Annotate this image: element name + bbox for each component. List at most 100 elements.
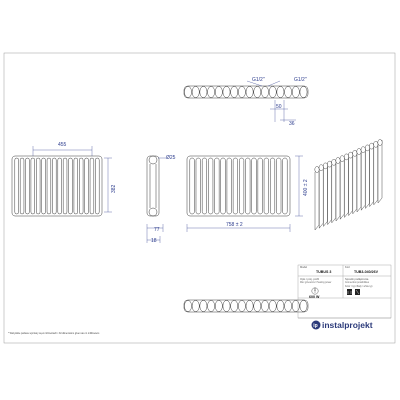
connection-left-icon bbox=[347, 289, 352, 295]
iso-tube-cap bbox=[314, 166, 320, 173]
top-tube-section bbox=[222, 86, 231, 98]
dim-height: 382 bbox=[111, 184, 117, 193]
side-section-view bbox=[146, 155, 160, 217]
iso-tube bbox=[323, 162, 328, 228]
iso-tube bbox=[348, 151, 353, 217]
top-tube-section bbox=[299, 86, 308, 98]
iso-tube bbox=[314, 166, 320, 231]
bottom-tube-section bbox=[230, 300, 239, 312]
left-view-tube bbox=[14, 157, 19, 215]
bottom-view-outline bbox=[183, 299, 309, 313]
iso-tube-cap bbox=[356, 148, 362, 155]
top-view-tubes bbox=[184, 86, 308, 98]
left-view-tube bbox=[73, 157, 78, 215]
top-tube-section bbox=[191, 86, 200, 98]
dim-front-width: 758 ± 2 bbox=[226, 222, 243, 228]
dim-thread-top-left: G1/2" bbox=[252, 77, 265, 83]
left-view-tube bbox=[52, 157, 57, 215]
left-view-tubes bbox=[14, 157, 100, 215]
iso-tube-cap bbox=[364, 144, 370, 152]
iso-tube-cap bbox=[343, 153, 349, 161]
top-tube-section bbox=[230, 86, 239, 98]
iso-tube-cap bbox=[377, 139, 383, 146]
front-view-tubes bbox=[189, 157, 288, 215]
left-view-tube bbox=[95, 157, 100, 215]
bottom-tube-section bbox=[207, 300, 215, 312]
tb-colors-label: Kolor / typ: Biały / white typ bbox=[345, 285, 373, 288]
svg-text:ip: ip bbox=[313, 323, 317, 329]
iso-tube-cap bbox=[322, 162, 328, 170]
bottom-tube-section bbox=[184, 300, 192, 312]
side-section-dims bbox=[146, 157, 166, 243]
iso-tube bbox=[365, 144, 370, 210]
left-view bbox=[11, 155, 103, 217]
dim-side-depth: 77 bbox=[154, 227, 160, 233]
tb-connect-sub: Connection possibilities bbox=[345, 281, 370, 284]
left-view-tube bbox=[36, 157, 41, 215]
bottom-tube-section bbox=[199, 300, 208, 312]
heating-power-icon bbox=[311, 287, 319, 295]
dim-thread-top-right: G1/2" bbox=[294, 77, 307, 83]
dim-front-height: 400 ± 2 bbox=[303, 179, 309, 196]
iso-tube bbox=[344, 153, 349, 219]
top-tube-section bbox=[238, 86, 246, 98]
front-view-tube bbox=[263, 157, 269, 215]
tb-model-value: TUBUS 3 bbox=[316, 270, 331, 274]
bottom-view bbox=[183, 299, 309, 313]
left-view-tube bbox=[46, 157, 52, 215]
bottom-tube-section bbox=[268, 300, 277, 312]
iso-tube-cap bbox=[318, 164, 324, 171]
bottom-tube-section bbox=[253, 300, 262, 312]
bottom-tube-section bbox=[276, 300, 285, 312]
front-view-tube bbox=[239, 157, 245, 215]
top-tube-section bbox=[253, 86, 262, 98]
front-view-tube bbox=[201, 157, 208, 215]
iso-tube bbox=[377, 139, 383, 204]
front-view-tube bbox=[257, 157, 263, 215]
dim-hub-50: 50 bbox=[276, 104, 282, 110]
iso-tube-cap bbox=[327, 160, 333, 168]
left-view-tube bbox=[79, 157, 84, 215]
top-view bbox=[183, 85, 309, 99]
front-view-tube bbox=[226, 157, 232, 215]
iso-tube bbox=[339, 155, 345, 220]
front-view-dims bbox=[186, 155, 303, 232]
iso-tube bbox=[369, 142, 374, 208]
left-view-tube bbox=[68, 157, 73, 215]
iso-tube-cap bbox=[369, 142, 375, 150]
front-view-tube bbox=[220, 157, 226, 215]
iso-tube-cap bbox=[339, 155, 345, 162]
isometric-view bbox=[314, 139, 383, 231]
left-view-tube bbox=[25, 157, 30, 215]
iso-tube-cap bbox=[331, 159, 337, 166]
bottom-tube-section bbox=[222, 300, 231, 312]
left-view-tube bbox=[62, 157, 68, 215]
top-tube-section bbox=[291, 86, 300, 98]
left-view-tube bbox=[84, 157, 89, 215]
top-view-dims bbox=[246, 80, 296, 122]
front-view-tube bbox=[269, 157, 276, 215]
iso-tube bbox=[356, 148, 362, 213]
front-view bbox=[186, 155, 291, 217]
isometric-tubes bbox=[314, 139, 383, 231]
front-view-tube bbox=[251, 157, 257, 215]
bottom-tube-section bbox=[261, 300, 269, 312]
front-view-tube bbox=[276, 157, 282, 215]
top-tube-section bbox=[207, 86, 215, 98]
iso-tube bbox=[327, 160, 332, 226]
front-view-tube bbox=[189, 157, 195, 215]
left-view-dims bbox=[32, 146, 112, 213]
bottom-view-tubes bbox=[184, 300, 308, 312]
left-view-outline bbox=[11, 155, 103, 217]
iso-tube-cap bbox=[335, 157, 341, 164]
bottom-tube-section bbox=[291, 300, 300, 312]
top-tube-section bbox=[199, 86, 208, 98]
left-view-tube bbox=[89, 157, 95, 215]
iso-tube-cap bbox=[360, 146, 366, 153]
top-tube-section bbox=[276, 86, 285, 98]
dim-side-diameter: Ø25 bbox=[166, 155, 176, 161]
tb-profile-sub: Moc grzewcza / Heating power bbox=[300, 281, 332, 284]
top-tube-section bbox=[184, 86, 192, 98]
bottom-tube-section bbox=[238, 300, 246, 312]
